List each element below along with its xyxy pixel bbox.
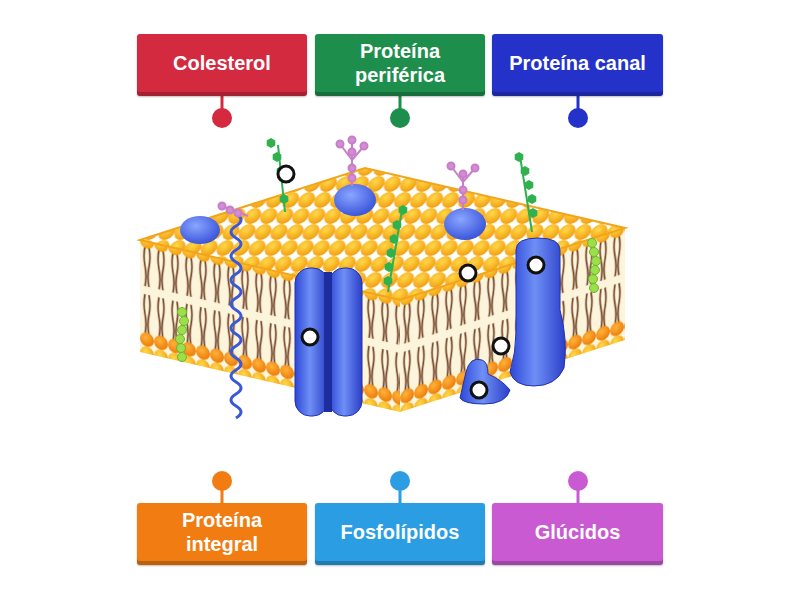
label-text: Proteína periférica bbox=[325, 39, 475, 87]
label-text: Colesterol bbox=[173, 51, 271, 75]
channel-protein bbox=[510, 238, 565, 386]
label-box: Proteína canal bbox=[492, 34, 663, 96]
integral-protein bbox=[295, 268, 362, 416]
hotspot-markers bbox=[278, 166, 544, 398]
label-text: Fosfolípidos bbox=[341, 520, 460, 544]
surface-proteins bbox=[180, 184, 486, 244]
lipid-bilayer bbox=[140, 168, 625, 412]
label-text: Glúcidos bbox=[535, 520, 621, 544]
carbohydrate-branches bbox=[219, 137, 479, 217]
label-box: Fosfolípidos bbox=[315, 503, 485, 565]
helix-protein bbox=[231, 214, 241, 418]
label-box: Colesterol bbox=[137, 34, 307, 96]
peripheral-protein bbox=[460, 359, 510, 404]
label-box: Glúcidos bbox=[492, 503, 663, 565]
label-text: Proteína canal bbox=[509, 51, 646, 75]
label-text: Proteína integral bbox=[147, 508, 297, 556]
label-box: Proteína periférica bbox=[315, 34, 485, 96]
label-box: Proteína integral bbox=[137, 503, 307, 565]
glycan-chains bbox=[267, 138, 538, 292]
